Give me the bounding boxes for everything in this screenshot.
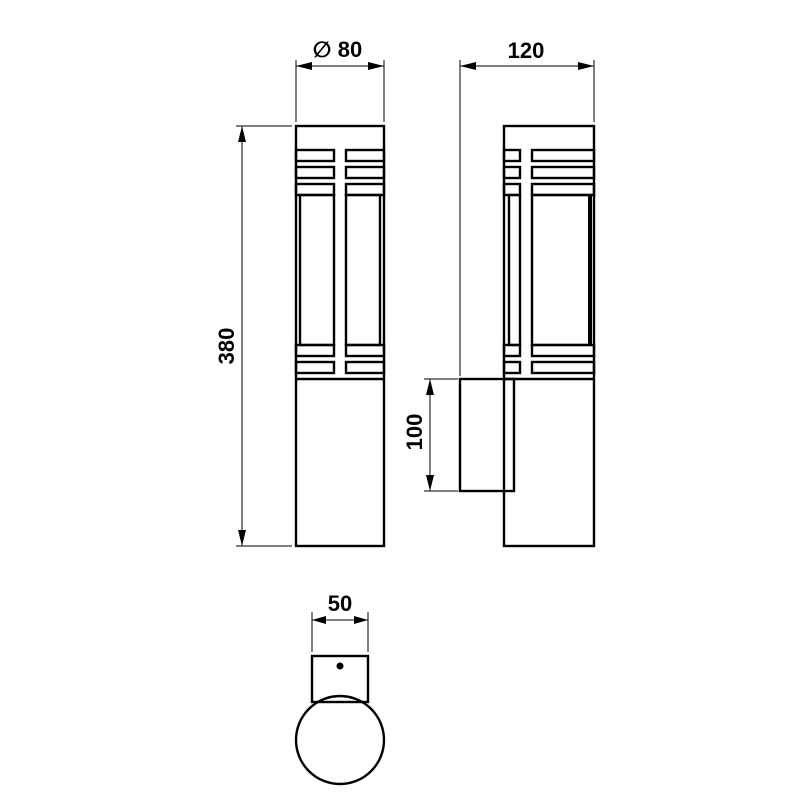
side-lower-bands [502,343,596,375]
top-mount-plate [310,654,370,704]
top-view [294,654,386,786]
dimension-height: 380 [214,125,292,547]
depth-value: 120 [508,38,545,63]
wall-mount-bracket [458,377,516,493]
dimension-mount-height: 100 [402,378,458,492]
side-view [458,124,596,548]
side-upper-bands [502,148,596,197]
front-upper-bands [294,148,386,197]
dimension-depth: 120 [459,38,595,376]
front-lower-bands [294,343,386,375]
top-body-circle [294,694,386,786]
front-body-outline [294,124,386,548]
front-view [294,124,386,548]
height-value: 380 [214,328,239,365]
dimension-mount-width: 50 [311,591,369,652]
mount-height-value: 100 [402,414,427,451]
side-body-outline [502,124,596,548]
side-window-panes [507,193,592,347]
diameter-symbol: ∅ [313,37,332,62]
diameter-value: 80 [338,37,362,62]
mount-screw-hole [336,662,344,670]
front-window-panes [298,193,382,347]
mount-width-value: 50 [328,591,352,616]
dimension-diameter: ∅ 80 [295,37,385,122]
